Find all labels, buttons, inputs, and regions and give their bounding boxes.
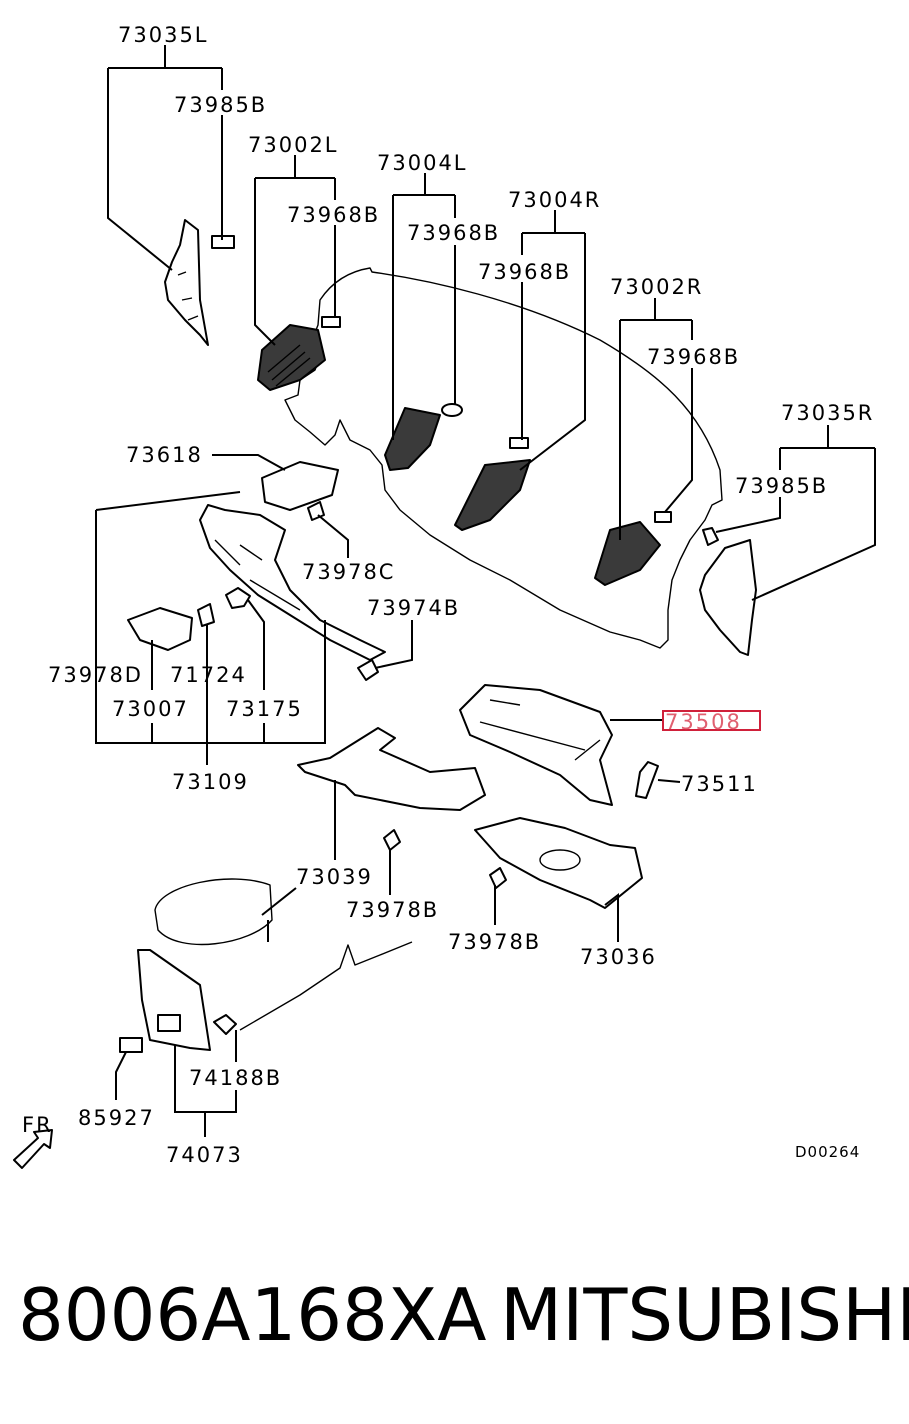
diagram-code: D00264: [795, 1143, 860, 1161]
label-73004L: 73004L: [377, 151, 468, 175]
clip-73985B-right: [702, 527, 719, 546]
part-73511: [635, 761, 659, 799]
label-73508: 73508: [665, 710, 742, 734]
part-73039: [297, 727, 486, 811]
part-73508: [459, 684, 613, 806]
part-73109-detail: [214, 539, 301, 611]
part-73036-detail: [539, 849, 581, 871]
part-73508-detail: [479, 699, 601, 761]
label-73036: 73036: [580, 945, 657, 969]
part-73002L: [257, 324, 326, 391]
label-73974B: 73974B: [367, 596, 460, 620]
label-73007: 73007: [112, 697, 189, 721]
label-73985B-a: 73985B: [174, 93, 267, 117]
part-73004R: [454, 459, 531, 531]
label-73618: 73618: [126, 443, 203, 467]
label-74188B: 74188B: [189, 1066, 282, 1090]
label-73985B-b: 73985B: [735, 474, 828, 498]
label-73978C: 73978C: [302, 560, 395, 584]
label-73978D: 73978D: [48, 663, 143, 687]
floor-console-outline: [239, 941, 413, 1031]
label-74073: 74073: [166, 1143, 243, 1167]
label-73035R: 73035R: [781, 401, 874, 425]
part-74073-slot: [157, 1014, 181, 1032]
label-fr: FR: [22, 1113, 53, 1137]
label-73968B-c: 73968B: [478, 260, 571, 284]
label-73039: 73039: [296, 865, 373, 889]
part-73978B-b: [489, 867, 507, 889]
label-73968B-d: 73968B: [647, 345, 740, 369]
part-85927: [119, 1037, 143, 1053]
armrest-outline: [154, 878, 273, 946]
part-73002R: [594, 521, 661, 586]
label-73968B-a: 73968B: [287, 203, 380, 227]
part-73004L: [384, 407, 441, 471]
part-73035R: [699, 539, 757, 656]
label-73175: 73175: [226, 697, 303, 721]
label-73002R: 73002R: [610, 275, 703, 299]
front-arrow-icon: [13, 1129, 53, 1169]
label-73511: 73511: [681, 772, 758, 796]
label-73109: 73109: [172, 770, 249, 794]
part-labels: 73035L 73985B 73002L 73968B 73004L 73968…: [22, 23, 874, 1167]
part-73618: [261, 461, 339, 511]
label-73004R: 73004R: [508, 188, 601, 212]
part-73035L: [164, 219, 209, 346]
part-74073: [137, 949, 211, 1051]
part-73974B: [357, 659, 379, 681]
part-73035L-detail: [177, 271, 199, 321]
clip-73968B-c: [509, 437, 529, 449]
clip-73968B-a: [321, 316, 341, 328]
label-85927: 85927: [78, 1106, 155, 1130]
label-73035L: 73035L: [118, 23, 209, 47]
label-71724: 71724: [170, 663, 247, 687]
part-74188B: [213, 1014, 237, 1035]
part-71724: [197, 603, 215, 627]
label-73968B-b: 73968B: [407, 221, 500, 245]
clip-73968B-d: [654, 511, 672, 523]
label-73002L: 73002L: [248, 133, 339, 157]
part-73175: [225, 587, 251, 609]
label-73978B-b: 73978B: [448, 930, 541, 954]
part-73978B-a: [383, 829, 401, 851]
part-73109: [199, 504, 386, 661]
brand-name: MITSUBISHI: [500, 1273, 909, 1357]
leader-lines: [95, 45, 876, 1137]
label-73978B-a: 73978B: [346, 898, 439, 922]
part-number: 8006A168XA: [18, 1273, 487, 1357]
part-73007: [127, 607, 193, 651]
part-73002L-grille: [267, 344, 311, 387]
highlight-box-73508: [662, 710, 761, 731]
exploded-parts-diagram: 73035L 73985B 73002L 73968B 73004L 73968…: [13, 23, 876, 1169]
footer: 8006A168XA MITSUBISHI: [0, 1270, 909, 1380]
dashboard-outline: [284, 267, 723, 649]
part-73036: [474, 817, 643, 909]
clip-73968B-b: [441, 403, 463, 417]
